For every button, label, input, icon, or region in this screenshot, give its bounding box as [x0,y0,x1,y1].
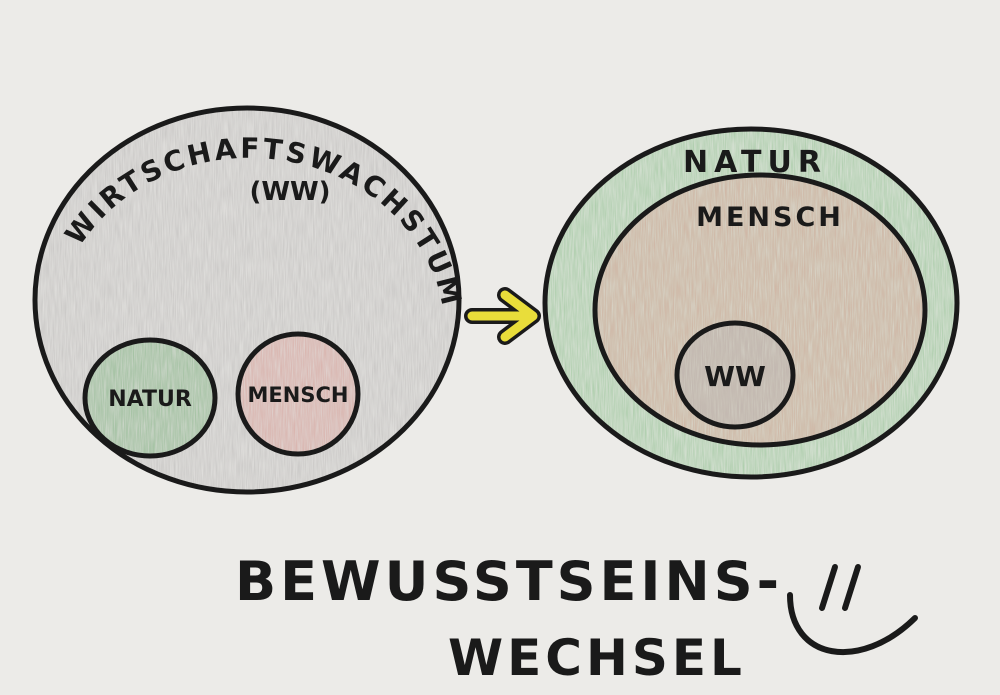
smiley-icon [787,564,918,655]
nature-outer-label: NATUR [683,145,827,180]
right-diagram: NATUR MENSCH WW [542,126,960,480]
human-small-circle [238,334,358,454]
economy-inner-circle [677,323,793,427]
arrow-right-icon [464,287,541,345]
left-diagram: WIRTSCHAFTSWACHSTUM (WW) NATUR MENSCH [32,105,466,495]
caption: BEWUSSTSEINS- WECHSEL [235,550,783,687]
human-small-label: MENSCH [248,383,349,407]
caption-line-1: BEWUSSTSEINS- [235,550,783,613]
economy-inner-label: WW [704,360,766,393]
economy-abbrev: (WW) [249,177,330,207]
nature-small-label: NATUR [108,387,192,412]
human-middle-label: MENSCH [696,202,844,233]
caption-line-2: WECHSEL [448,629,746,687]
nature-small-circle [85,340,215,456]
